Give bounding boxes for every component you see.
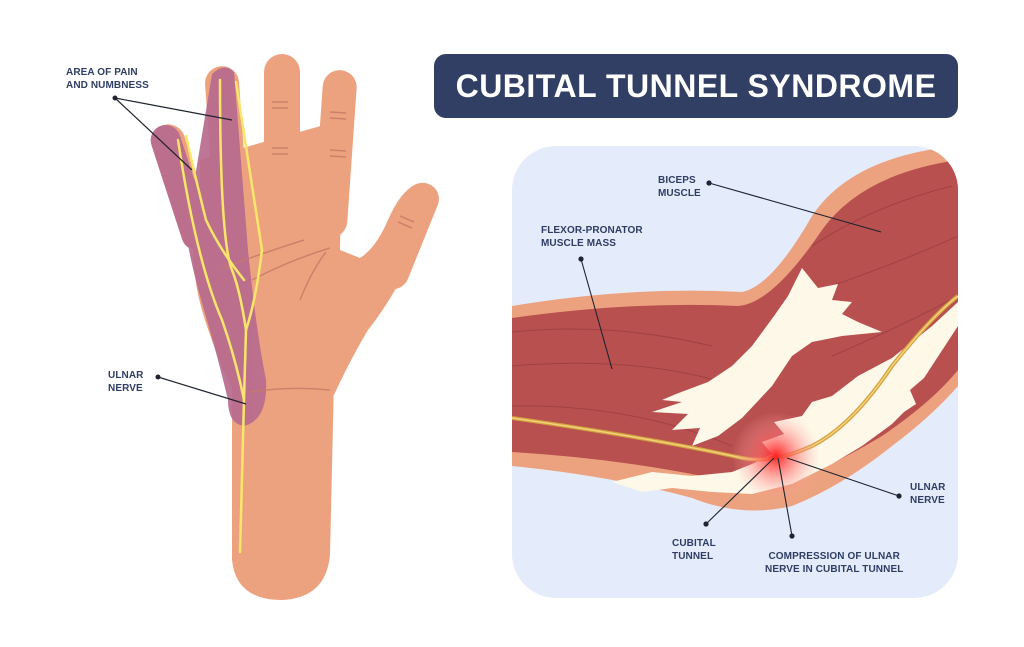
elbow-illustration <box>512 146 958 539</box>
title-banner: CUBITAL TUNNEL SYNDROME <box>434 54 958 118</box>
label-compression: COMPRESSION OF ULNAR NERVE IN CUBITAL TU… <box>765 551 904 575</box>
hand-illustration <box>112 54 439 600</box>
label-elbow-ulnar-nerve: ULNAR NERVE <box>910 482 946 506</box>
elbow-leader-lines <box>580 182 900 537</box>
label-flexor-pronator: FLEXOR-PRONATOR MUSCLE MASS <box>541 225 643 249</box>
elbow-panel <box>512 146 958 598</box>
hand-skin <box>151 54 439 600</box>
label-cubital-tunnel: CUBITAL TUNNEL <box>672 538 716 562</box>
compression-glow <box>732 412 820 500</box>
hand-leader-lines <box>114 97 247 405</box>
ulnar-pointer-dot <box>155 374 161 380</box>
pain-pointer-dot <box>112 95 118 101</box>
palm-creases <box>221 101 415 393</box>
page-title: CUBITAL TUNNEL SYNDROME <box>455 67 937 104</box>
label-area-of-pain: AREA OF PAIN AND NUMBNESS <box>66 67 149 91</box>
label-hand-ulnar-nerve: ULNAR NERVE <box>108 370 144 394</box>
label-biceps-muscle: BICEPS MUSCLE <box>658 175 701 199</box>
pointer-dots <box>578 180 902 539</box>
hand-ulnar-nerve <box>176 78 264 554</box>
